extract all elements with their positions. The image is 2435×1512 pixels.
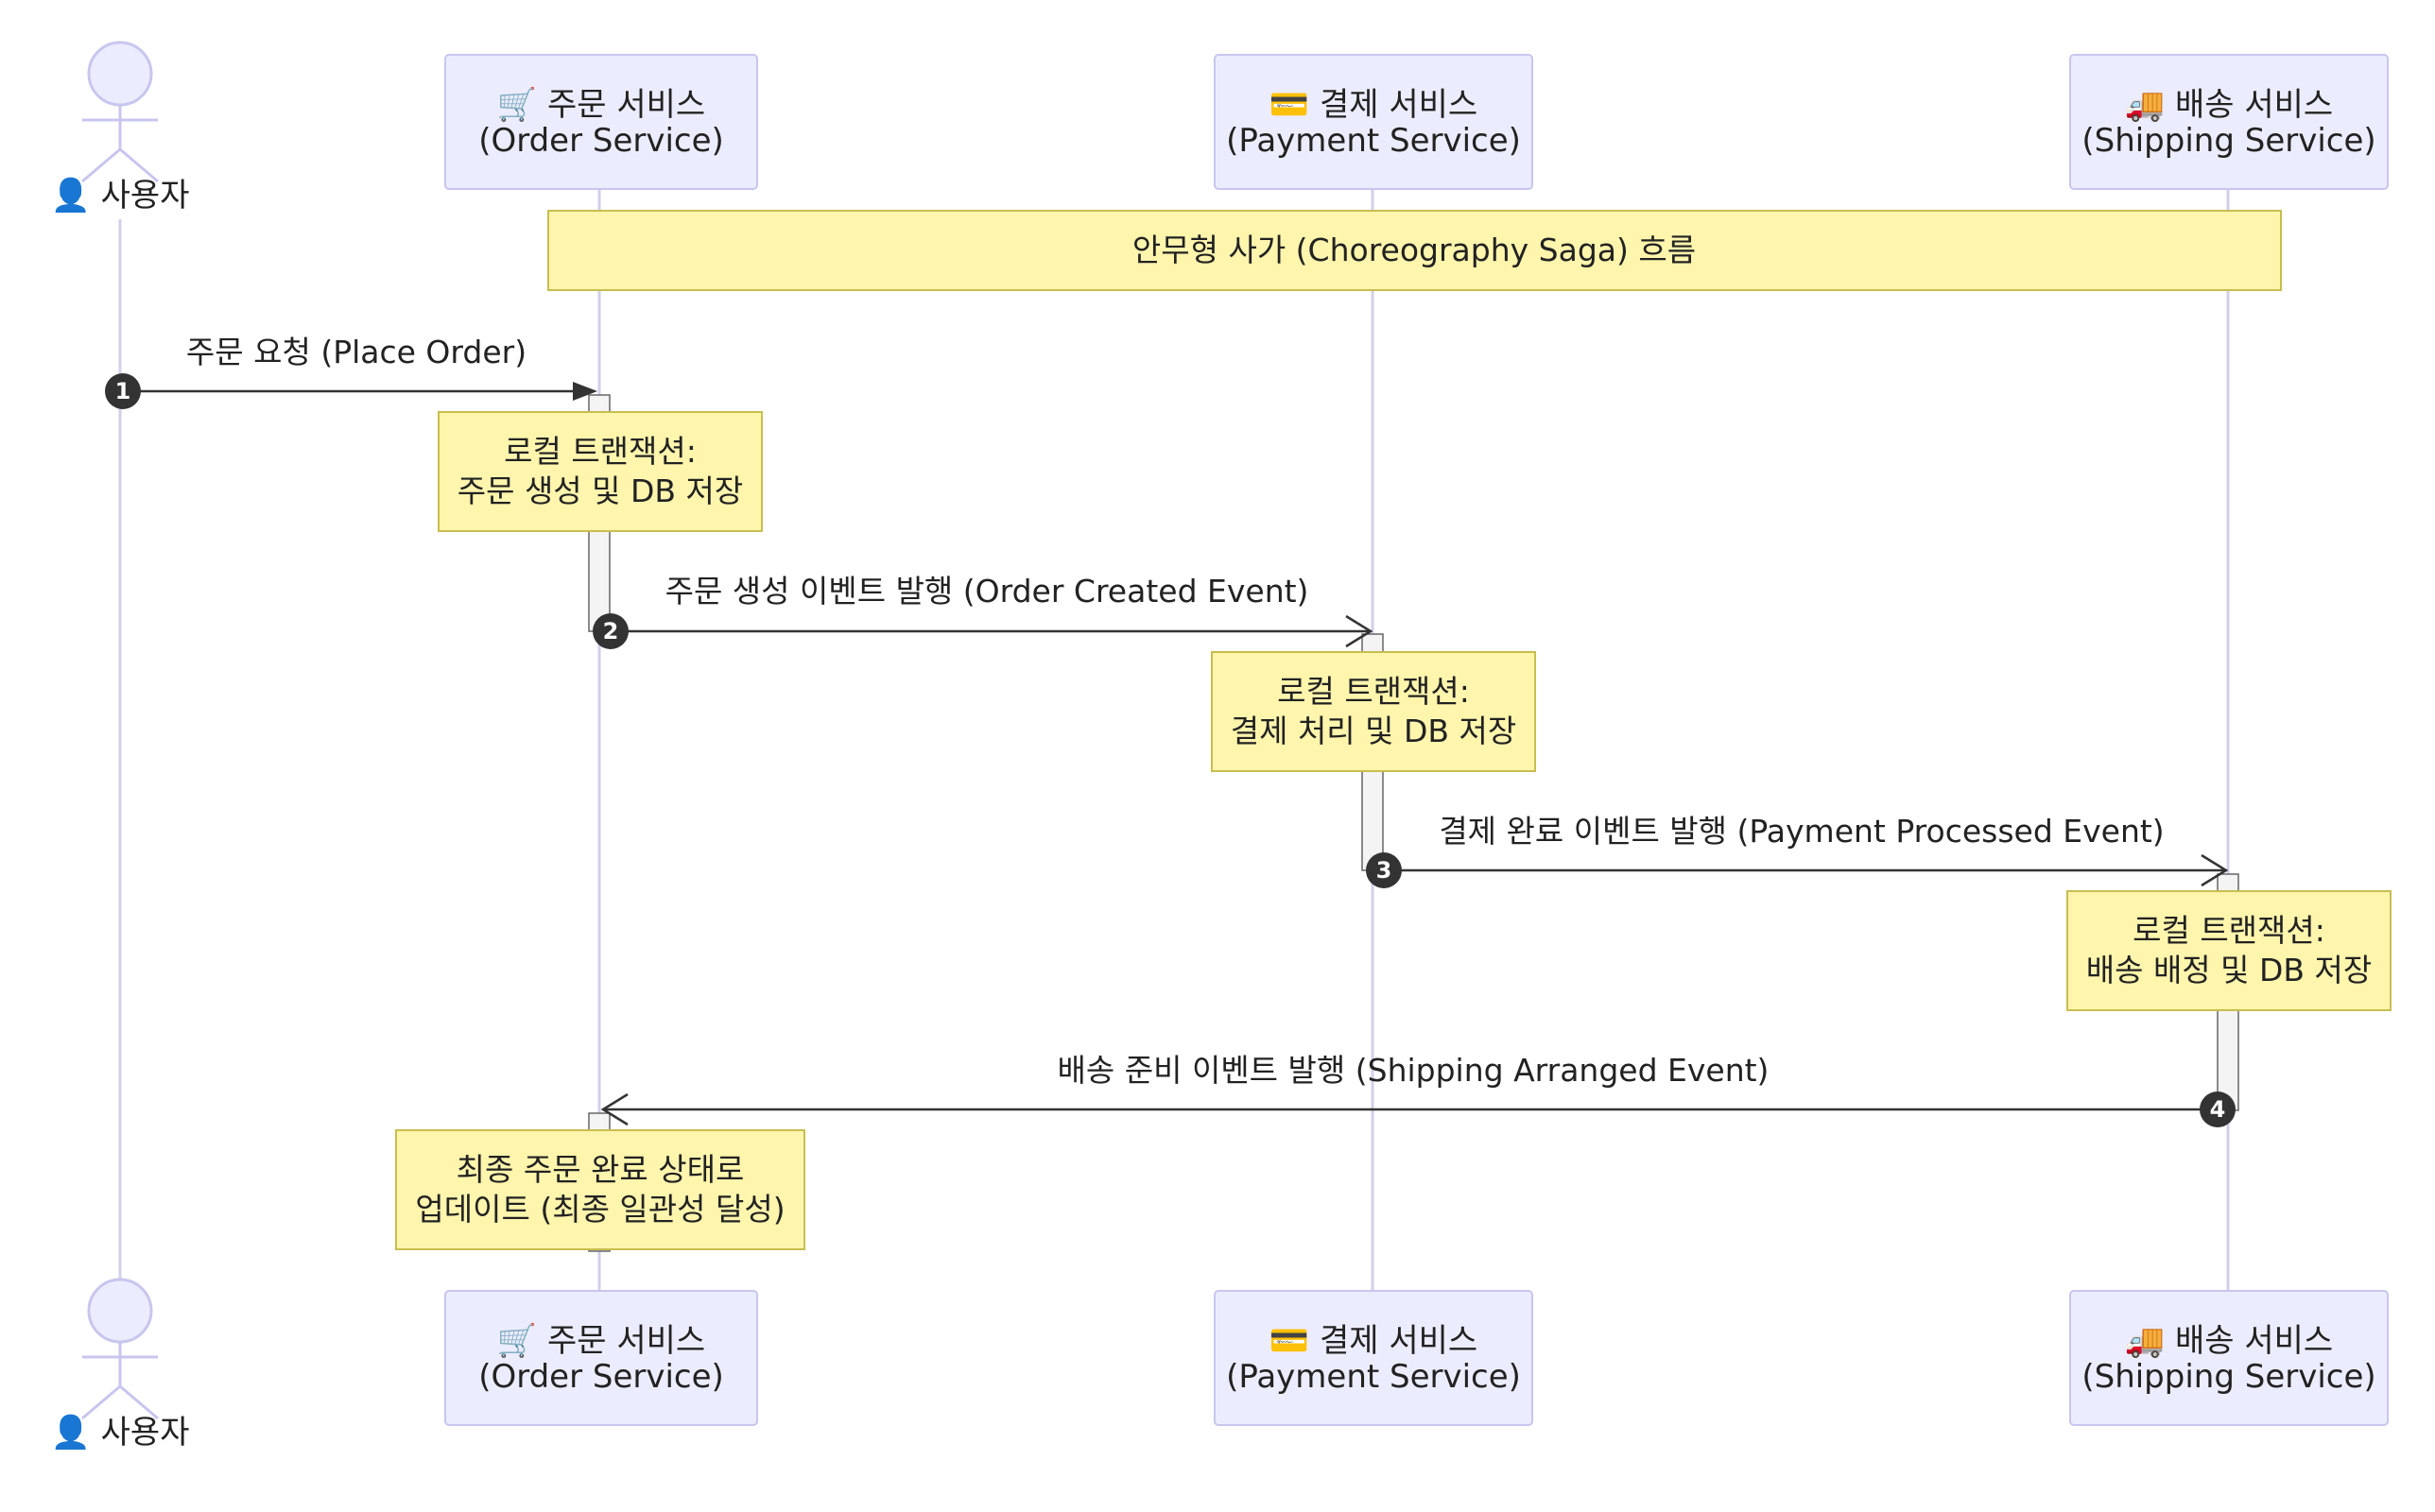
note-shipping-line2: 배송 배정 및 DB 저장 bbox=[2086, 952, 2373, 988]
user-icon bbox=[81, 1278, 159, 1420]
message-4-label: 배송 준비 이벤트 발행 (Shipping Arranged Event) bbox=[1058, 1052, 1770, 1089]
note-final-line1: 최종 주문 완료 상태로 bbox=[457, 1151, 745, 1188]
participant-payment-name: 💳 결제 서비스 bbox=[1269, 86, 1477, 124]
message-1-number: 1 bbox=[115, 378, 131, 404]
participant-order-subname: (Order Service) bbox=[478, 122, 724, 160]
message-2: 주문 생성 이벤트 발행 (Order Created Event) 2 bbox=[593, 573, 1373, 649]
participant-payment-subname-bottom: (Payment Service) bbox=[1226, 1358, 1521, 1396]
participant-order-subname-bottom: (Order Service) bbox=[478, 1358, 724, 1396]
saga-banner: 안무형 사가 (Choreography Saga) 흐름 bbox=[547, 210, 2282, 291]
message-1: 주문 요청 (Place Order) 1 bbox=[105, 334, 597, 409]
participant-shipping-bottom: 🚚 배송 서비스 (Shipping Service) bbox=[2069, 1290, 2389, 1426]
note-shipping-transaction: 로컬 트랜잭션: 배송 배정 및 DB 저장 bbox=[2066, 890, 2392, 1011]
participant-payment-name-bottom: 💳 결제 서비스 bbox=[1269, 1322, 1477, 1360]
note-shipping-line1: 로컬 트랜잭션: bbox=[2133, 912, 2325, 949]
message-3-number: 3 bbox=[1376, 857, 1392, 884]
message-4-number: 4 bbox=[2210, 1096, 2226, 1123]
message-2-label: 주문 생성 이벤트 발행 (Order Created Event) bbox=[665, 573, 1309, 610]
actor-top: 👤 사용자 bbox=[51, 41, 190, 215]
participant-order-bottom: 🛒 주문 서비스 (Order Service) bbox=[444, 1290, 758, 1426]
participant-shipping-name: 🚚 배송 서비스 bbox=[2125, 86, 2333, 124]
actor-bottom: 👤 사용자 bbox=[51, 1278, 190, 1452]
note-final-update: 최종 주문 완료 상태로 업데이트 (최종 일관성 달성) bbox=[395, 1129, 805, 1250]
note-payment-transaction: 로컬 트랜잭션: 결제 처리 및 DB 저장 bbox=[1211, 651, 1536, 772]
participant-payment-bottom: 💳 결제 서비스 (Payment Service) bbox=[1214, 1290, 1533, 1426]
message-1-label: 주문 요청 (Place Order) bbox=[186, 334, 527, 370]
actor-label-bottom: 👤 사용자 bbox=[51, 1414, 190, 1452]
message-3-label: 결제 완료 이벤트 발행 (Payment Processed Event) bbox=[1439, 813, 2164, 850]
note-order-line2: 주문 생성 및 DB 저장 bbox=[458, 472, 744, 509]
message-4: 배송 준비 이벤트 발행 (Shipping Arranged Event) 4 bbox=[600, 1052, 2236, 1127]
participant-order-name-bottom: 🛒 주문 서비스 bbox=[497, 1322, 705, 1360]
note-order-transaction: 로컬 트랜잭션: 주문 생성 및 DB 저장 bbox=[438, 411, 763, 532]
message-2-number: 2 bbox=[603, 618, 619, 644]
note-final-line2: 업데이트 (최종 일관성 달성) bbox=[415, 1191, 785, 1228]
participant-order-top: 🛒 주문 서비스 (Order Service) bbox=[444, 54, 758, 190]
participant-payment-subname: (Payment Service) bbox=[1226, 122, 1521, 160]
participant-shipping-subname-bottom: (Shipping Service) bbox=[2081, 1358, 2375, 1396]
participant-shipping-subname: (Shipping Service) bbox=[2081, 122, 2375, 160]
message-3: 결제 완료 이벤트 발행 (Payment Processed Event) 3 bbox=[1366, 813, 2229, 888]
saga-banner-text: 안무형 사가 (Choreography Saga) 흐름 bbox=[1132, 232, 1696, 268]
participant-order-name: 🛒 주문 서비스 bbox=[497, 86, 705, 124]
note-payment-line2: 결제 처리 및 DB 저장 bbox=[1231, 713, 1517, 749]
note-order-line1: 로컬 트랜잭션: bbox=[504, 433, 697, 470]
note-payment-line1: 로컬 트랜잭션: bbox=[1277, 673, 1470, 710]
actor-label: 👤 사용자 bbox=[51, 177, 190, 215]
participant-shipping-top: 🚚 배송 서비스 (Shipping Service) bbox=[2069, 54, 2389, 190]
participant-shipping-name-bottom: 🚚 배송 서비스 bbox=[2125, 1322, 2333, 1360]
user-icon bbox=[81, 41, 159, 183]
participant-payment-top: 💳 결제 서비스 (Payment Service) bbox=[1214, 54, 1533, 190]
